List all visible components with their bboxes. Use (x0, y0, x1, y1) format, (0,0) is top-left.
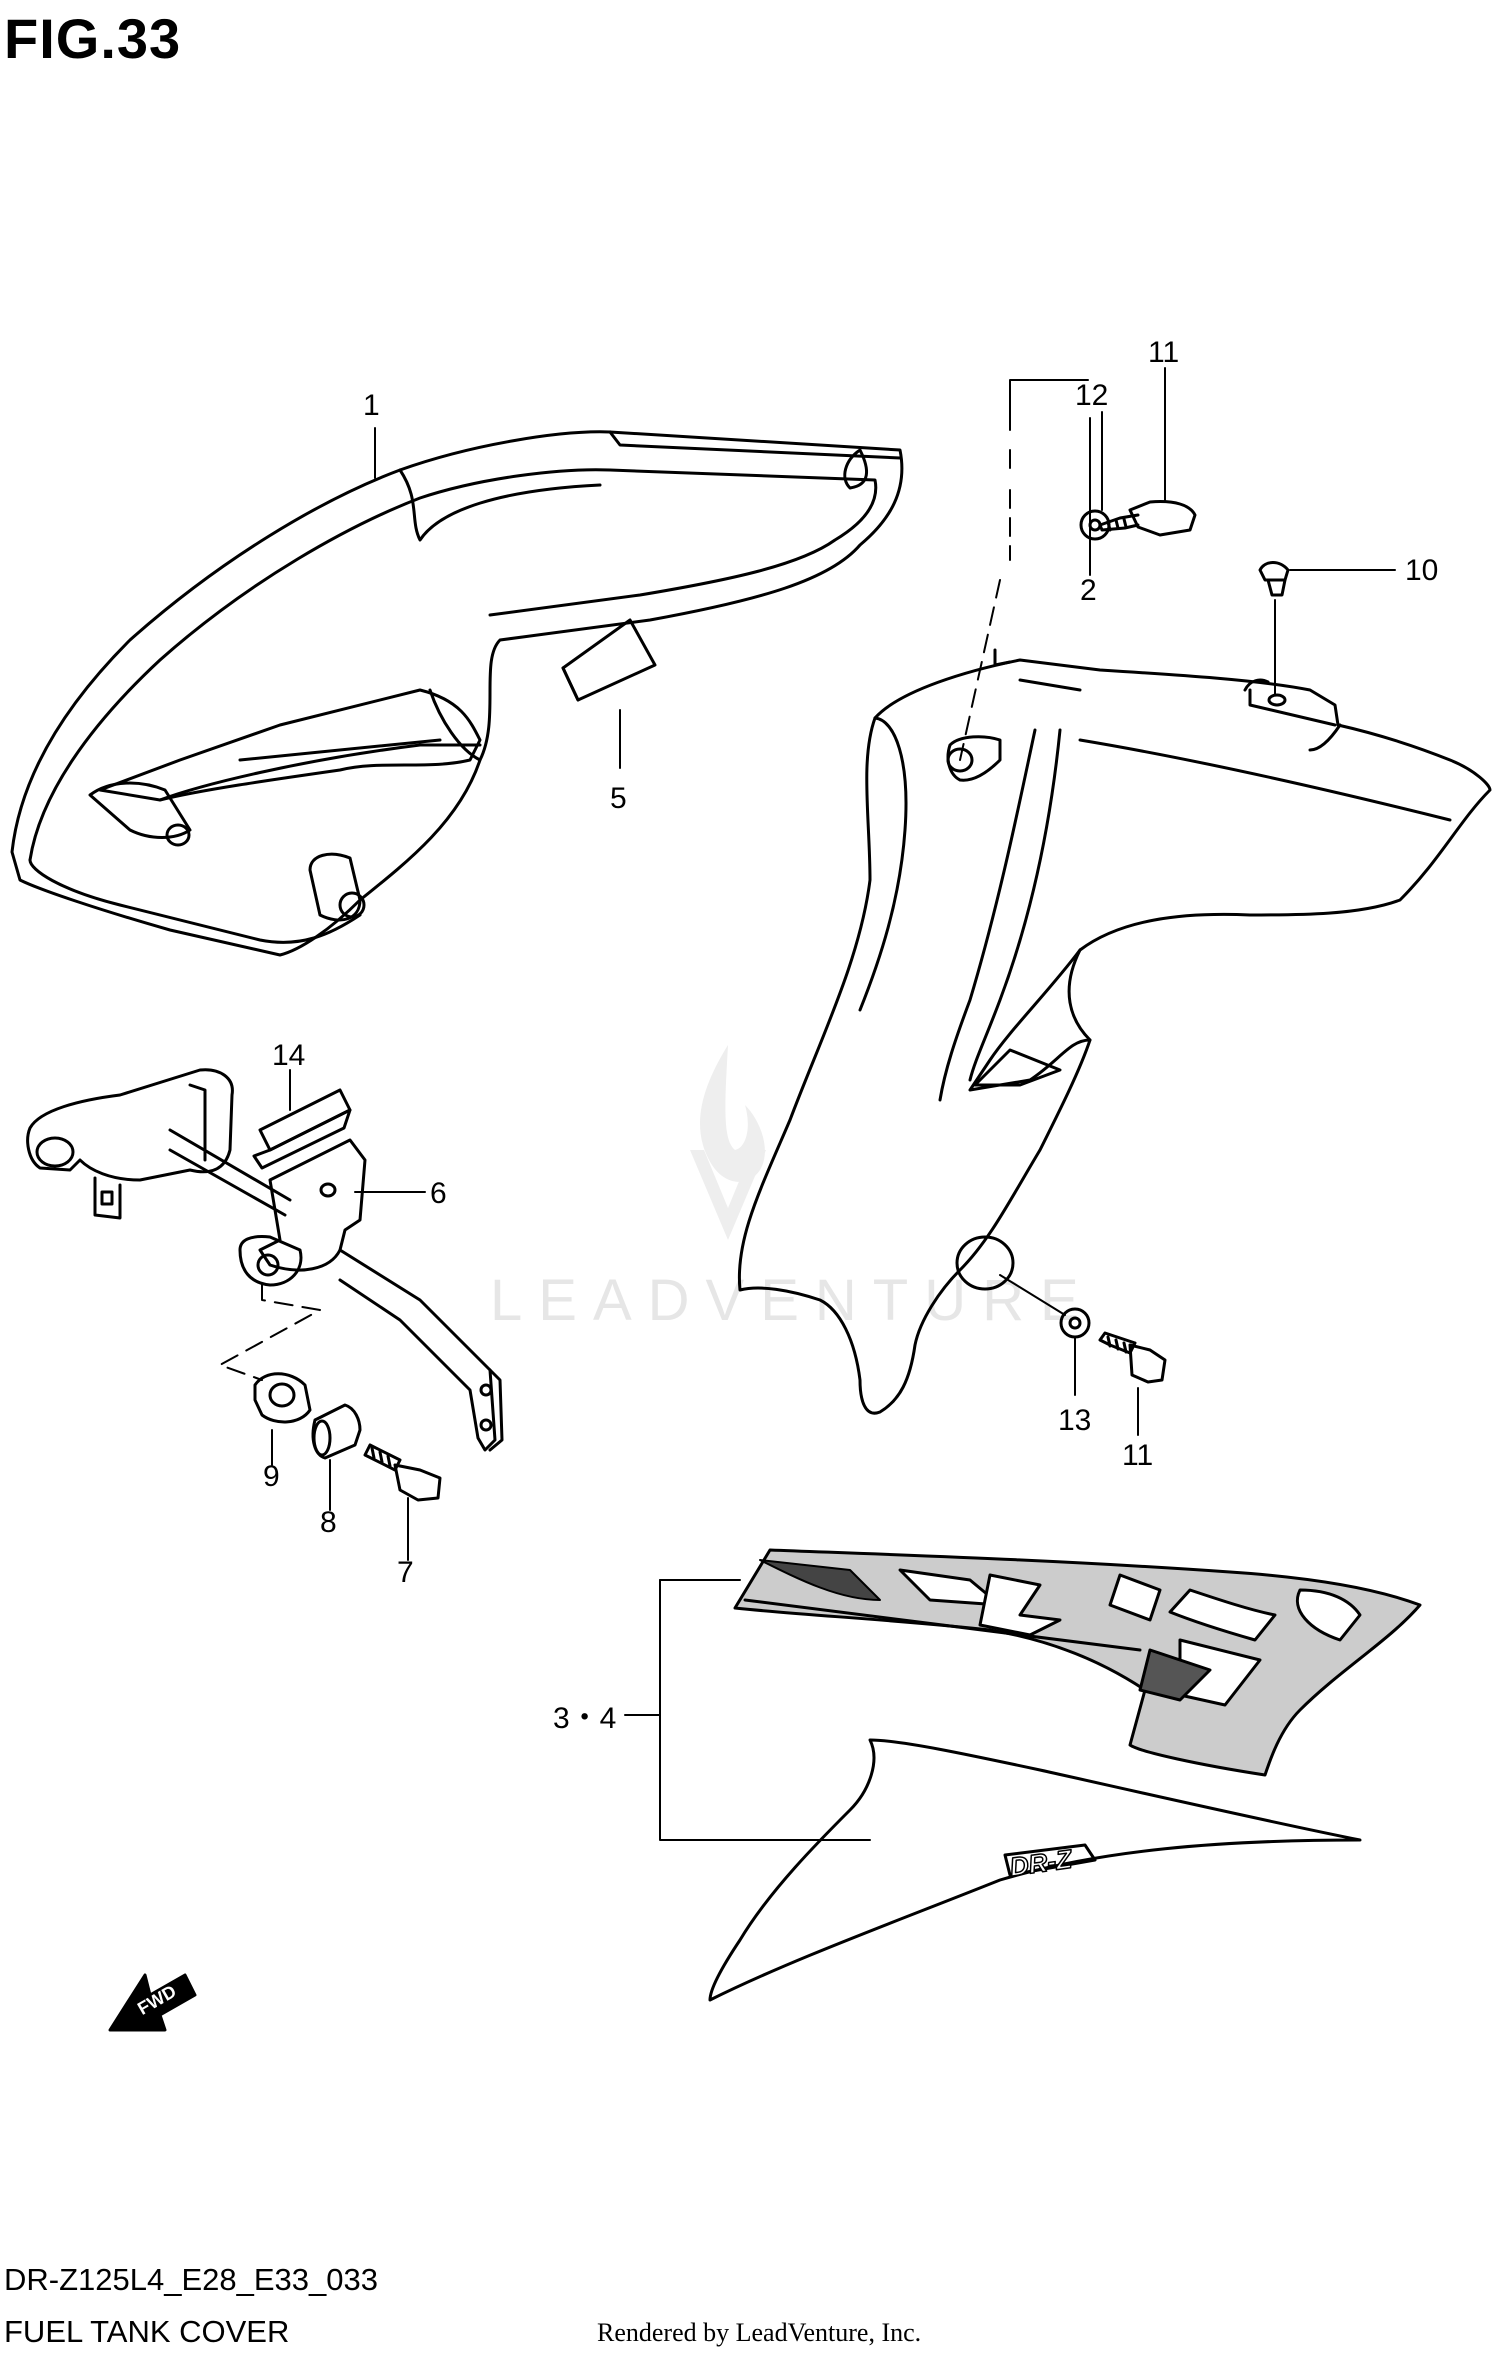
watermark-text: LEADVENTURE (490, 1268, 1095, 1333)
part-2-right-shroud (737, 648, 1492, 1415)
callout-6: 6 (430, 1177, 447, 1210)
leader-lines (219, 367, 1396, 1841)
callout-labels: 1 2 3・4 5 6 7 8 9 10 11 11 12 13 14 (263, 336, 1438, 1735)
part-9-grommet (253, 1372, 312, 1424)
part-1-left-tank-cover (10, 430, 904, 957)
part-7-bolt (363, 1443, 442, 1502)
part-3-4-decals: DR-Z (708, 1548, 1422, 2002)
callout-8: 8 (320, 1506, 337, 1539)
callout-5: 5 (610, 782, 627, 815)
callout-10: 10 (1405, 554, 1438, 587)
watermark: LEADVENTURE (490, 1045, 1095, 1333)
callout-2: 2 (1080, 574, 1097, 607)
model-code: DR-Z125L4_E28_E33_033 (4, 2262, 378, 2297)
callout-11-lower: 11 (1122, 1439, 1153, 1472)
callout-3-4: 3・4 (553, 1702, 616, 1735)
decal-drz-text: DR-Z (1008, 1844, 1075, 1883)
callout-9: 9 (263, 1460, 280, 1493)
callout-7: 7 (397, 1556, 414, 1589)
callout-11-upper: 11 (1148, 336, 1179, 369)
part-12-washer (1079, 509, 1111, 541)
part-11-bolt-upper (1098, 500, 1197, 537)
section-title: FUEL TANK COVER (4, 2314, 290, 2349)
callout-14: 14 (272, 1039, 305, 1072)
callout-13: 13 (1058, 1404, 1091, 1437)
part-11-bolt-lower (1098, 1331, 1167, 1384)
fwd-arrow-icon: FWD (108, 1973, 197, 2032)
callout-12: 12 (1075, 379, 1108, 412)
callout-1: 1 (363, 389, 380, 422)
part-10-clip (1258, 561, 1290, 597)
part-6-bracket (26, 1068, 504, 1452)
part-5-pad (561, 618, 657, 702)
part-14-cushion (252, 1088, 352, 1170)
figure-title: FIG.33 (4, 7, 182, 70)
part-8-collar (311, 1403, 362, 1460)
rendered-by-credit: Rendered by LeadVenture, Inc. (597, 2318, 922, 2347)
